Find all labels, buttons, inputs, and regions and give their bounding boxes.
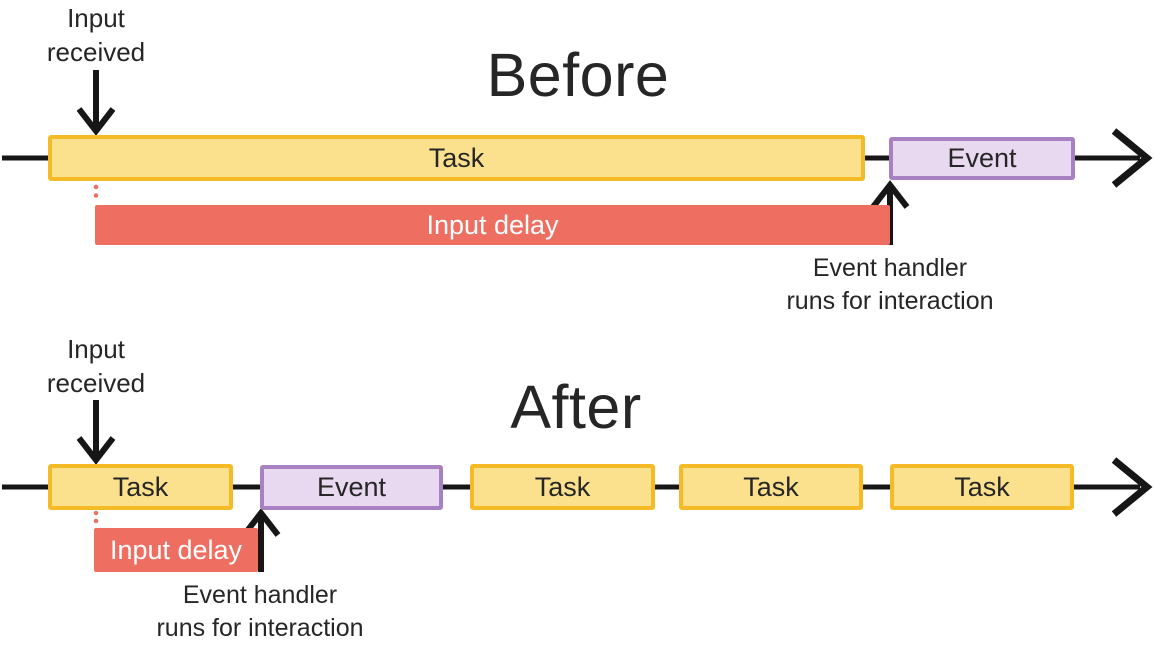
after-task-label-3: Task bbox=[743, 471, 799, 502]
after-event-box: Event bbox=[260, 465, 443, 510]
after-input-received-arrowhead-icon bbox=[76, 436, 116, 465]
before-task-label: Task bbox=[428, 142, 485, 173]
after-task-label-2: Task bbox=[534, 471, 591, 502]
after-task-label-1: Task bbox=[112, 471, 169, 502]
after-task-box-4: Task bbox=[890, 464, 1074, 510]
before-task-box: Task bbox=[48, 135, 865, 181]
after-input-delay-bar: Input delay bbox=[94, 528, 258, 572]
after-task-label-4: Task bbox=[954, 471, 1010, 502]
before-input-received-arrowhead-icon bbox=[76, 107, 116, 136]
after-event-label: Event bbox=[316, 472, 387, 502]
before-title: Before bbox=[486, 41, 670, 109]
before-input-delay-label: Input delay bbox=[426, 209, 559, 240]
before-event-handler-label: Event handler runs for interaction bbox=[786, 254, 994, 315]
before-event-label: Event bbox=[947, 143, 1017, 173]
before-timeline-arrowhead-icon bbox=[1111, 128, 1153, 188]
after-title: After bbox=[510, 373, 642, 441]
before-input-delay-bar: Input delay bbox=[95, 205, 890, 245]
after-event-handler-label: Event handler runs for interaction bbox=[156, 581, 364, 642]
before-event-handler-arrowhead-icon bbox=[870, 180, 910, 209]
after-input-delay-label: Input delay bbox=[109, 534, 243, 565]
before-event-box: Event bbox=[889, 137, 1075, 180]
after-task-box-3: Task bbox=[679, 464, 863, 510]
after-input-received-label: Input received bbox=[46, 334, 146, 399]
after-task-box-1: Task bbox=[48, 464, 233, 510]
after-task-box-2: Task bbox=[470, 464, 655, 510]
after-timeline-arrowhead-icon bbox=[1111, 457, 1153, 517]
before-input-received-label: Input received bbox=[46, 3, 146, 68]
